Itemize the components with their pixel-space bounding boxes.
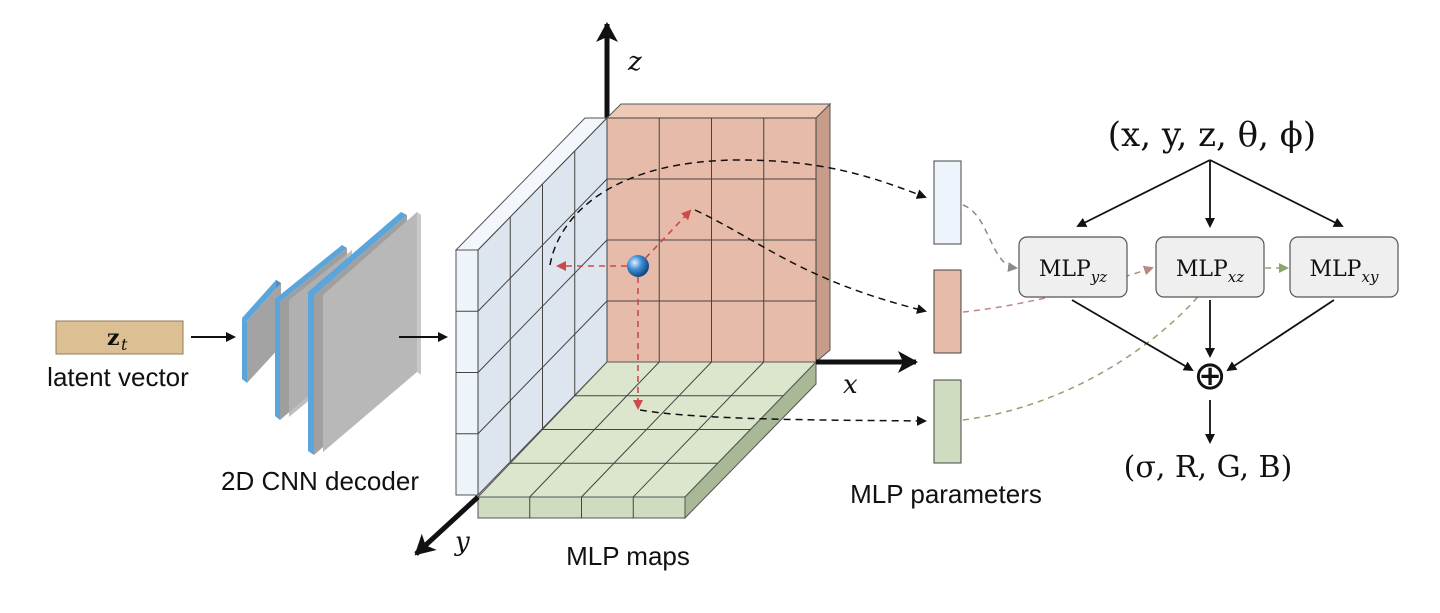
mlp-box-xz: MLPxz xyxy=(1155,236,1265,298)
mlp-label-sub: yz xyxy=(1090,268,1107,286)
latent-vector-box xyxy=(55,320,184,355)
mlp-label-base: MLP xyxy=(1310,257,1362,282)
axis-y xyxy=(414,495,480,556)
mlp-box-frame xyxy=(1155,236,1265,298)
proj-to-xz xyxy=(637,209,692,267)
sum-operator: ⊕ xyxy=(1193,353,1227,399)
mlp-box-xy: MLPxy xyxy=(1289,236,1399,298)
grid-yz-h xyxy=(477,300,608,435)
mlp-box-frame xyxy=(1018,236,1128,298)
xz-slab-side xyxy=(815,102,831,364)
mlp-box-yz: MLPyz xyxy=(1018,236,1128,298)
arrow-mlp-yz-sum xyxy=(1071,299,1194,372)
latent-symbol: z xyxy=(107,325,120,351)
arrow-query-mlp-yz xyxy=(1076,159,1211,227)
link-yz-to-params xyxy=(549,159,927,266)
link-xy-to-params xyxy=(639,409,927,426)
latent-vector-block: z t latent vector xyxy=(47,320,189,392)
mlp-label-base: MLP xyxy=(1176,257,1228,282)
xz-slab-top xyxy=(605,103,832,119)
axis-y-label: y xyxy=(454,527,470,557)
arrow-query-mlp-xy xyxy=(1209,159,1344,227)
mlp-parameters: MLP parameters xyxy=(850,160,1042,509)
mlp-label-sub: xz xyxy=(1228,268,1244,286)
xy-slab-side xyxy=(684,360,817,520)
arrow-mlp-xy-sum xyxy=(1226,299,1335,372)
grid-yz-h xyxy=(477,178,608,312)
output-values: (σ, R, G, B) xyxy=(1124,450,1293,485)
mlp-box-label: MLPxz xyxy=(1176,257,1244,286)
param-yz xyxy=(933,160,962,245)
mlp-label-base: MLP xyxy=(1039,257,1091,282)
axis-z-label: z xyxy=(627,47,642,77)
cnn-decoder-label: 2D CNN decoder xyxy=(221,466,419,496)
link-param-yz-mlp xyxy=(962,204,1018,273)
mlp-box-label: MLPyz xyxy=(1039,257,1107,286)
mlp-label-sub: xy xyxy=(1362,268,1379,286)
mlp-parameters-label: MLP parameters xyxy=(850,479,1042,509)
grid-yz-h xyxy=(477,239,608,373)
latent-subscript: t xyxy=(121,335,128,354)
axis-x-label: x xyxy=(843,370,858,400)
mlp-box-label: MLPxy xyxy=(1310,257,1379,286)
mlp-maps: z x y MLP maps xyxy=(414,22,918,571)
query-point xyxy=(627,255,649,277)
param-xz xyxy=(933,269,962,354)
query-input: (x, y, z, θ, ϕ) xyxy=(1108,115,1316,155)
cnn-decoder: 2D CNN decoder xyxy=(221,212,421,496)
mlp-box-frame xyxy=(1289,236,1399,298)
link-xz-to-params xyxy=(694,209,927,314)
latent-vector-label: latent vector xyxy=(47,362,189,392)
param-xy xyxy=(933,379,962,464)
mlp-maps-label: MLP maps xyxy=(566,541,690,571)
